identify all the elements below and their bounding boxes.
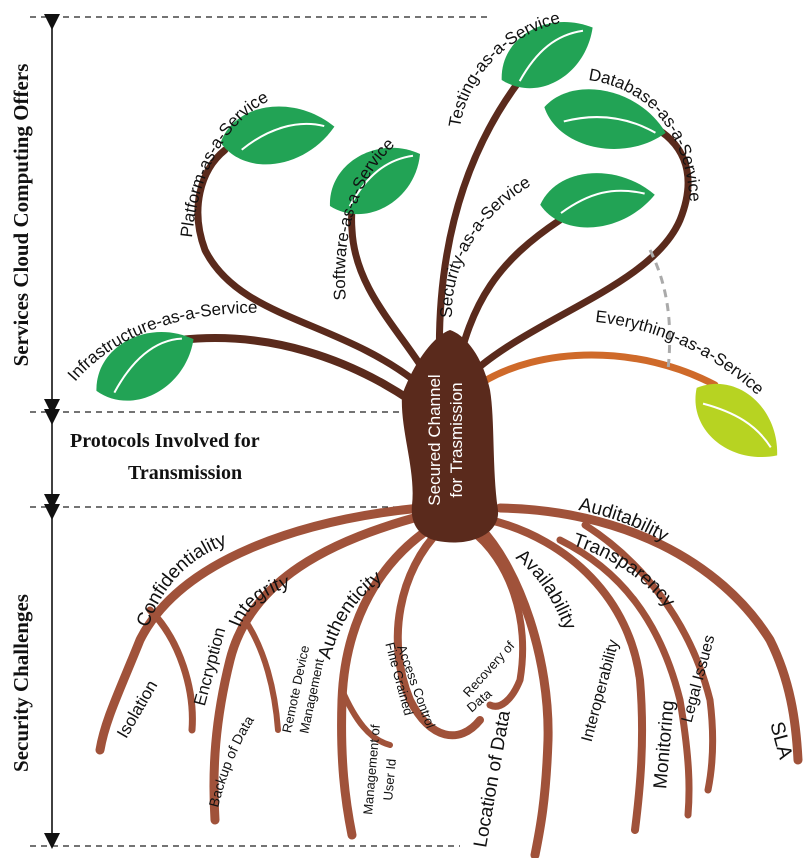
leaf-taas <box>501 21 593 89</box>
root-mgmt <box>339 687 393 748</box>
root-isolation <box>95 503 425 755</box>
branch-paas <box>194 146 424 389</box>
label-recovery-line1: Recovery of <box>460 638 518 700</box>
label-mgmt-line2: User Id <box>380 758 399 801</box>
root-integrity <box>209 510 430 825</box>
trunk-label-line2: for Trasmission <box>447 382 466 497</box>
label-mgmt-line1: Management of <box>360 724 383 816</box>
security-side-label: Security Challenges <box>9 594 33 772</box>
dashed-link <box>648 249 672 371</box>
leaf-paas <box>220 106 335 165</box>
label-integrity: Integrity <box>225 572 292 630</box>
leaf-xaas <box>695 383 778 457</box>
branch-xaas <box>474 351 719 389</box>
protocols-label-line2: Transmission <box>128 462 242 484</box>
root-recovery <box>466 526 526 710</box>
services-side-label: Services Cloud Computing Offers <box>9 64 33 367</box>
root-fine <box>393 526 484 740</box>
branch-iaas <box>176 334 414 404</box>
protocols-label-line1: Protocols Involved for <box>70 430 260 452</box>
label-confidentiality: Confidentiality <box>133 529 230 629</box>
section-dividers <box>30 16 488 847</box>
leaf-secaas <box>540 173 655 228</box>
trunk-label-line1: Secured Channel <box>425 374 444 505</box>
label-location: Location of Data <box>470 709 515 849</box>
root-location <box>475 523 553 858</box>
roots <box>95 503 803 858</box>
leaves <box>96 21 778 457</box>
label-xaas: Everything-as-a-Service <box>595 307 768 398</box>
root-encryption <box>146 606 196 734</box>
label-interop: Interoperability <box>579 638 623 744</box>
leaf-dbaas <box>544 89 666 149</box>
root-interop <box>486 516 647 834</box>
branch-dbaas <box>456 121 692 389</box>
leaf-saas <box>329 147 421 215</box>
root-monitor <box>556 536 693 819</box>
root-sla <box>495 503 803 765</box>
root-remote <box>242 617 281 733</box>
trunk <box>401 330 499 543</box>
branch-taas <box>435 76 524 379</box>
leaf-iaas <box>96 331 194 401</box>
branches <box>176 76 692 404</box>
label-monitoring: Monitoring <box>650 699 679 789</box>
root-legal <box>581 521 717 794</box>
